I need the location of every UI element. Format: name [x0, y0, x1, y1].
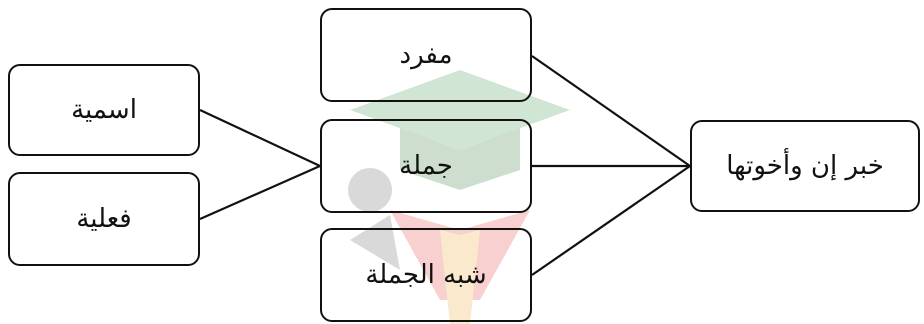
- node-ismiya-label: اسمية: [71, 95, 137, 125]
- connector-root-to-shibh: [531, 165, 691, 276]
- node-fiiliya-label: فعلية: [76, 204, 132, 234]
- connector-root-to-mufrad: [531, 55, 691, 167]
- node-khabar-inna: خبر إن وأخوتها: [690, 120, 920, 212]
- node-shibh-jumla-label: شبه الجملة: [365, 260, 487, 290]
- graduation-cap-logo-watermark: [348, 70, 570, 324]
- connector-jumla-to-fiiliya: [199, 164, 321, 221]
- node-mufrad: مفرد: [320, 8, 532, 102]
- node-ismiya: اسمية: [8, 64, 200, 156]
- node-fiiliya: فعلية: [8, 172, 200, 266]
- node-jumla-label: جملة: [399, 151, 453, 181]
- node-khabar-inna-label: خبر إن وأخوتها: [726, 151, 884, 181]
- node-mufrad-label: مفرد: [399, 40, 453, 70]
- node-jumla: جملة: [320, 119, 532, 213]
- node-shibh-jumla: شبه الجملة: [320, 228, 532, 322]
- connector-jumla-to-ismiya: [199, 109, 321, 167]
